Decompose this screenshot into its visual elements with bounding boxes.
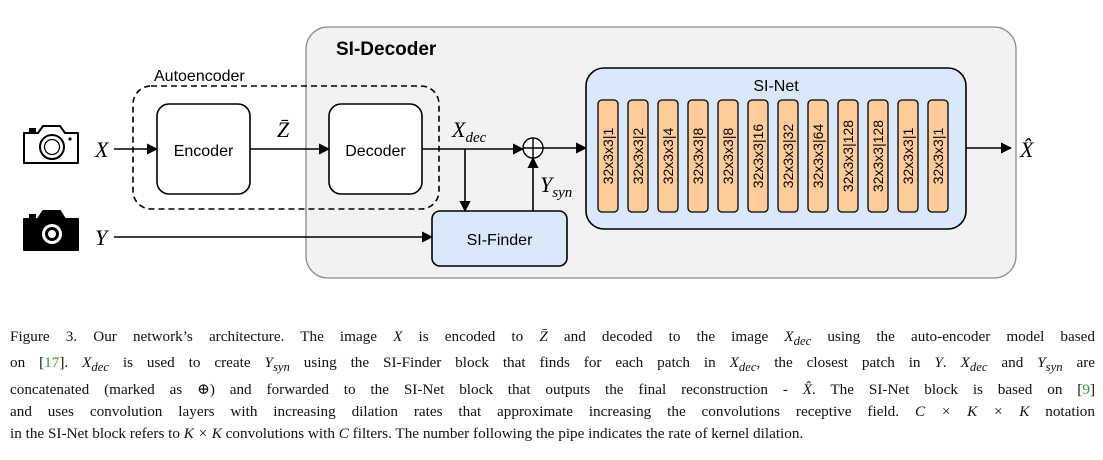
- caption-line-5: in the SI-Net block refers to K × K conv…: [10, 425, 804, 443]
- conv-layer-label: 32x3x3|1: [600, 128, 616, 185]
- conv-layer-block: [597, 99, 619, 213]
- conv-layer-block: [897, 99, 919, 213]
- conv-layer-block: [867, 99, 889, 213]
- autoencoder-group: [132, 85, 440, 210]
- decoder-label: Decoder: [345, 143, 406, 160]
- conv-layer-block: [687, 99, 709, 213]
- caption-line-1: Figure 3. Our network’s architecture. Th…: [10, 328, 1095, 349]
- conv-layer-label: 32x3x3|128: [870, 120, 886, 192]
- conv-layer-block: [657, 99, 679, 213]
- conv-layer-block: [627, 99, 649, 213]
- conv-layer-label: 32x3x3|16: [750, 124, 766, 189]
- conv-layer-block: [747, 99, 769, 213]
- conv-layer-label: 32x3x3|2: [630, 128, 646, 185]
- conv-layer-block: [717, 99, 739, 213]
- figure-caption: Figure 3. Our network’s architecture. Th…: [10, 326, 1095, 446]
- caption-line-3: concatenated (marked as ⊕) and forwarded…: [10, 380, 1095, 398]
- si-decoder-title: SI-Decoder: [336, 39, 437, 60]
- x-input-label: X: [94, 137, 110, 162]
- si-finder-label: SI-Finder: [467, 232, 533, 249]
- architecture-diagram: SI-Decoder Autoencoder Encoder Decoder S…: [23, 26, 1035, 279]
- conv-layer-label: 32x3x3|1: [930, 128, 946, 185]
- reference-link-9[interactable]: 9: [1082, 380, 1090, 398]
- connections: [114, 142, 1013, 243]
- conv-layer-label: 32x3x3|128: [840, 120, 856, 192]
- x-hat-label: X̂: [1019, 137, 1035, 162]
- reference-link-17[interactable]: 17: [44, 354, 60, 372]
- conv-layer-label: 32x3x3|4: [660, 128, 676, 185]
- conv-layer-label: 32x3x3|8: [720, 128, 736, 185]
- caption-line-4: and uses convolution layers with increas…: [10, 402, 1095, 420]
- si-net-label: SI-Net: [753, 78, 799, 95]
- concat-oplus-icon: [522, 137, 544, 159]
- conv-layer-block: [927, 99, 949, 213]
- autoencoder-label: Autoencoder: [154, 68, 245, 85]
- x-dec-label: Xdec: [451, 117, 487, 146]
- encoder-label: Encoder: [174, 143, 234, 160]
- conv-layer-block: [807, 99, 829, 213]
- conv-layer-block: [837, 99, 859, 213]
- conv-layer-label: 32x3x3|1: [900, 128, 916, 185]
- y-input-label: Y: [95, 225, 110, 250]
- conv-layer-label: 32x3x3|64: [810, 124, 826, 189]
- y-syn-label: Ysyn: [540, 172, 572, 201]
- camera-filled-icon: [23, 210, 79, 251]
- conv-layer-block: [777, 99, 799, 213]
- z-bar-label: Z̄: [277, 117, 290, 142]
- caption-line-2: on [17]. Xdec is used to create Ysyn usi…: [10, 354, 1095, 375]
- camera-outline-icon: [23, 125, 79, 164]
- conv-layer-label: 32x3x3|32: [780, 124, 796, 189]
- conv-layer-label: 32x3x3|8: [690, 128, 706, 185]
